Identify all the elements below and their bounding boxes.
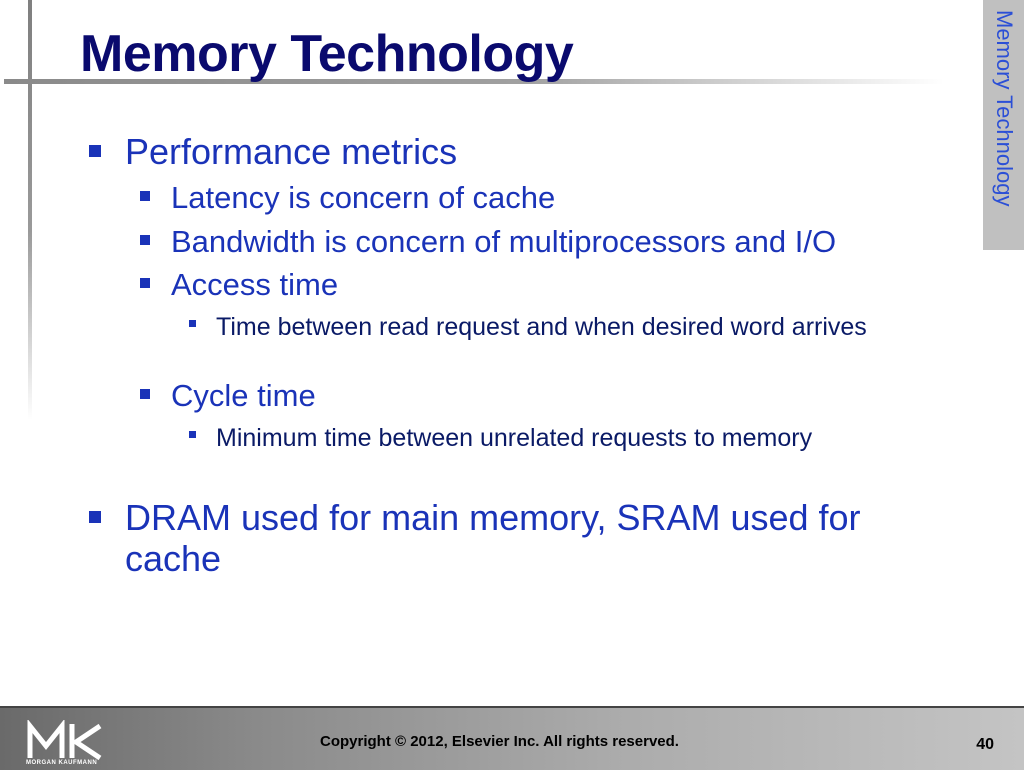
bullet-text: Time between read request and when desir… — [216, 313, 867, 341]
bullet-latency: Latency is concern of cache — [140, 180, 556, 216]
square-bullet-icon — [140, 389, 150, 399]
bullet-cycle-time: Cycle time — [140, 378, 316, 414]
logo-subtext: MORGAN KAUFMANN — [26, 760, 98, 766]
bullet-text: Performance metrics — [125, 131, 458, 172]
bullet-text: Access time — [171, 267, 339, 302]
bullet-dram-sram: DRAM used for main memory, SRAM used for… — [89, 497, 915, 579]
bullet-text: Cycle time — [171, 378, 316, 413]
square-bullet-icon — [89, 145, 101, 157]
bullet-text: Minimum time between unrelated requests … — [216, 424, 813, 452]
square-bullet-icon — [140, 235, 150, 245]
side-section-tab: Memory Technology — [983, 0, 1024, 250]
slide-title: Memory Technology — [80, 25, 574, 83]
page-number: 40 — [976, 736, 994, 753]
square-bullet-icon — [140, 278, 150, 288]
bullet-cycle-time-detail: Minimum time between unrelated requests … — [189, 423, 813, 453]
mk-logo-icon — [27, 720, 102, 761]
square-bullet-icon — [89, 511, 101, 523]
side-section-label: Memory Technology — [991, 10, 1017, 207]
bullet-text: Bandwidth is concern of multiprocessors … — [171, 224, 837, 259]
bullet-bandwidth: Bandwidth is concern of multiprocessors … — [140, 224, 837, 260]
square-bullet-icon — [189, 320, 196, 327]
square-bullet-icon — [140, 191, 150, 201]
slide-content: Performance metrics Latency is concern o… — [89, 131, 915, 579]
frame-horizontal-line — [4, 79, 944, 84]
square-bullet-icon — [189, 431, 196, 438]
frame-vertical-line — [28, 0, 32, 420]
copyright-text: Copyright © 2012, Elsevier Inc. All righ… — [320, 733, 679, 750]
slide-footer: MORGAN KAUFMANN Copyright © 2012, Elsevi… — [0, 706, 1024, 770]
bullet-access-time-detail: Time between read request and when desir… — [189, 312, 876, 342]
bullet-access-time: Access time — [140, 267, 339, 303]
bullet-text: DRAM used for main memory, SRAM used for… — [125, 497, 861, 579]
bullet-text: Latency is concern of cache — [171, 180, 556, 215]
bullet-performance-metrics: Performance metrics — [89, 131, 458, 173]
